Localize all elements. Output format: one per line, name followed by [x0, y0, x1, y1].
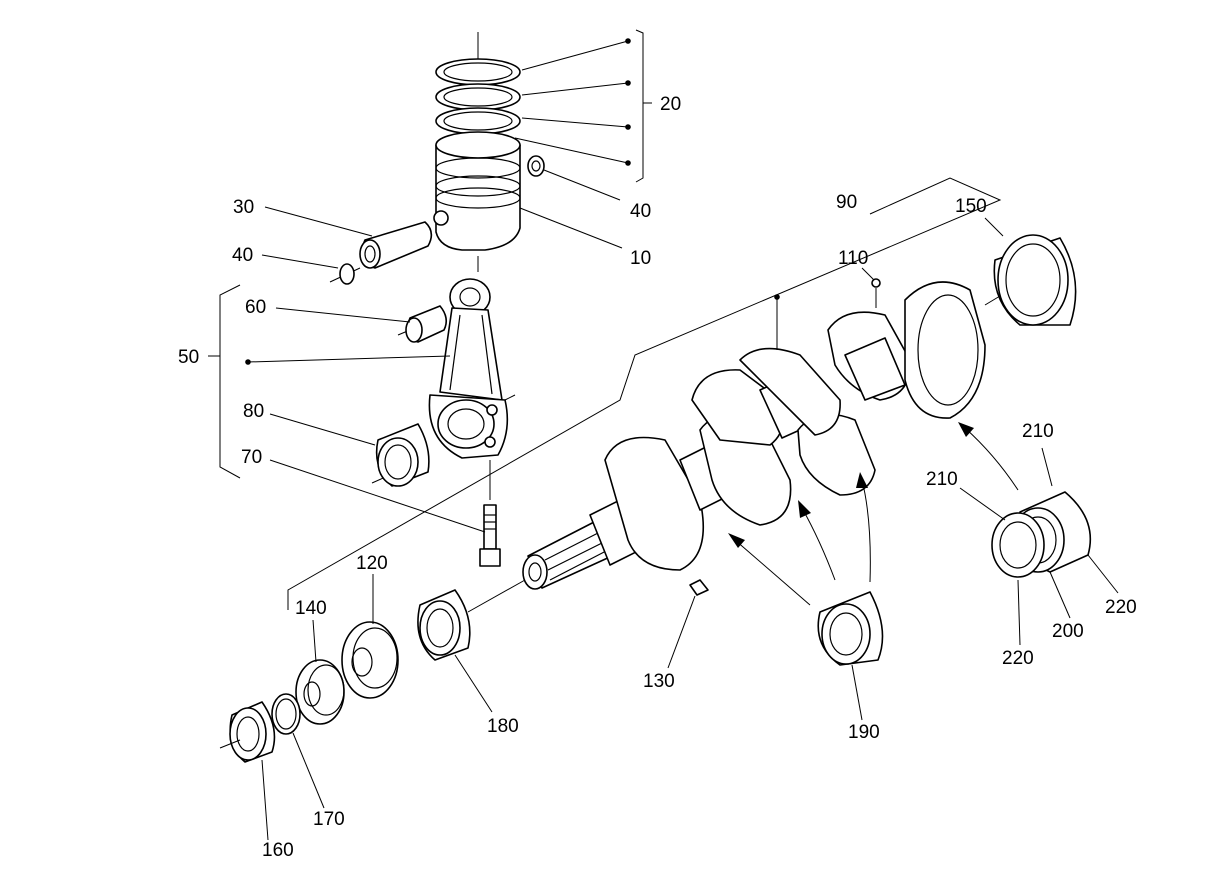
circlip-left[interactable]	[329, 263, 361, 285]
callout-130: 130	[643, 671, 675, 692]
callout-190: 190	[848, 722, 880, 743]
crankshaft[interactable]	[522, 278, 1011, 590]
front-sleeve[interactable]	[219, 701, 276, 763]
piston-pin[interactable]	[359, 221, 433, 269]
callout-220-left: 220	[1002, 648, 1034, 669]
callout-160: 160	[262, 840, 294, 861]
callout-labels: 10 20 30 40 40 50 60 70 80 90 110 120 13…	[178, 94, 1137, 861]
callout-150: 150	[955, 196, 987, 217]
callout-210-left: 210	[926, 469, 958, 490]
woodruff-key[interactable]	[689, 579, 709, 596]
big-end-bearing[interactable]	[371, 423, 430, 487]
callout-30: 30	[233, 197, 254, 218]
callout-200: 200	[1052, 621, 1084, 642]
callout-180: 180	[487, 716, 519, 737]
callout-40-left: 40	[232, 245, 253, 266]
piston-assembly[interactable]	[433, 32, 521, 272]
leader-lines	[208, 29, 1119, 841]
callout-170: 170	[313, 809, 345, 830]
crank-gear-small[interactable]	[295, 659, 345, 725]
callout-40-top: 40	[630, 201, 651, 222]
main-bearing-front[interactable]	[817, 591, 884, 666]
spacer-ring[interactable]	[271, 693, 301, 735]
piston[interactable]	[433, 131, 521, 251]
callout-50: 50	[178, 347, 199, 368]
crank-gear-large[interactable]	[341, 621, 399, 699]
rod-bolt[interactable]	[479, 460, 501, 567]
callout-220-right: 220	[1105, 597, 1137, 618]
assembly-arrows	[728, 422, 1019, 606]
callout-140: 140	[295, 598, 327, 619]
callout-90: 90	[836, 192, 857, 213]
small-end-bushing[interactable]	[397, 305, 448, 343]
callout-120: 120	[356, 553, 388, 574]
callout-80: 80	[243, 401, 264, 422]
callout-20: 20	[660, 94, 681, 115]
callout-70: 70	[241, 447, 262, 468]
rear-main-seal-sleeve[interactable]	[993, 234, 1077, 326]
callout-10: 10	[630, 248, 651, 269]
callout-110: 110	[838, 248, 868, 269]
connecting-rod[interactable]	[428, 278, 516, 459]
callout-210-right: 210	[1022, 421, 1054, 442]
circlip-right[interactable]	[527, 155, 545, 177]
front-bushing[interactable]	[417, 579, 526, 661]
piston-rings[interactable]	[435, 58, 521, 135]
thrust-bearing[interactable]	[991, 491, 1092, 578]
callout-60: 60	[245, 297, 266, 318]
